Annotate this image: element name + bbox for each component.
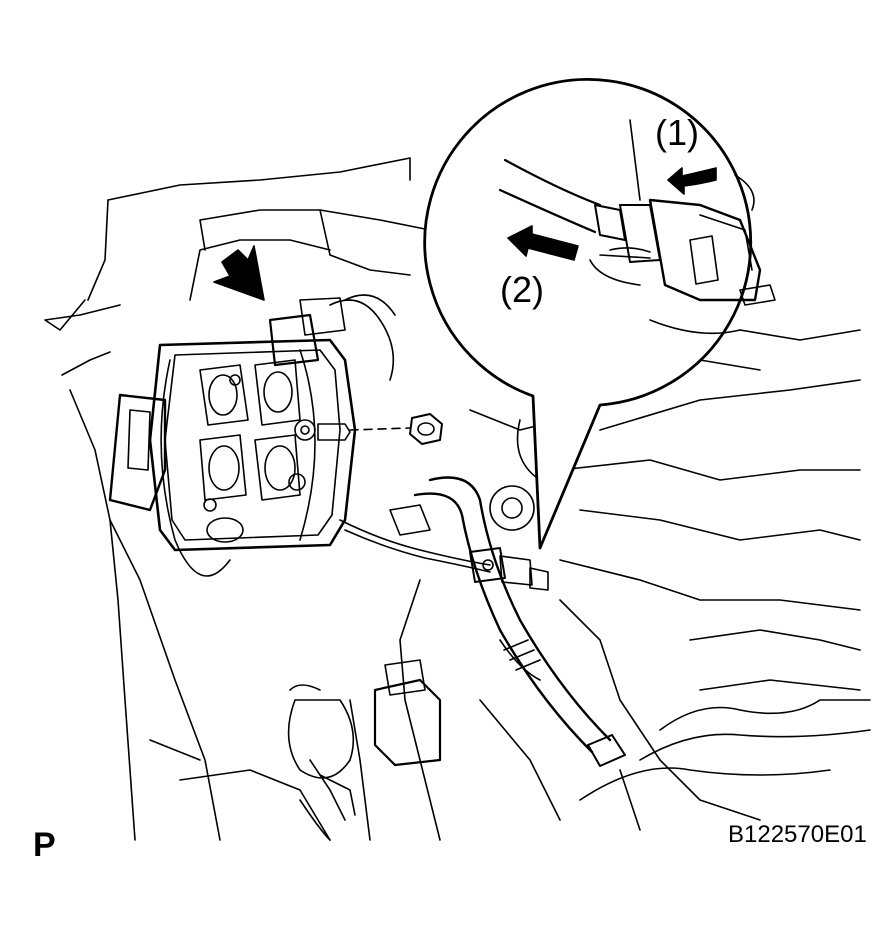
sensor-connector — [469, 547, 549, 591]
detail-callout — [423, 78, 753, 550]
step-2-label: (2) — [500, 269, 544, 310]
step-1-label: (1) — [655, 112, 699, 153]
vacuum-module-bracket — [108, 294, 396, 577]
pull-arrow-icon — [507, 225, 579, 261]
zoom-connector-detail — [498, 119, 776, 371]
attention-arrow-icon — [213, 245, 265, 301]
figure-id: B122570E01 — [728, 821, 867, 848]
page-marker: P — [33, 826, 56, 864]
rotate-arrow-icon — [667, 167, 717, 195]
nut-bolt — [349, 413, 443, 445]
harness-connectors — [287, 659, 442, 841]
